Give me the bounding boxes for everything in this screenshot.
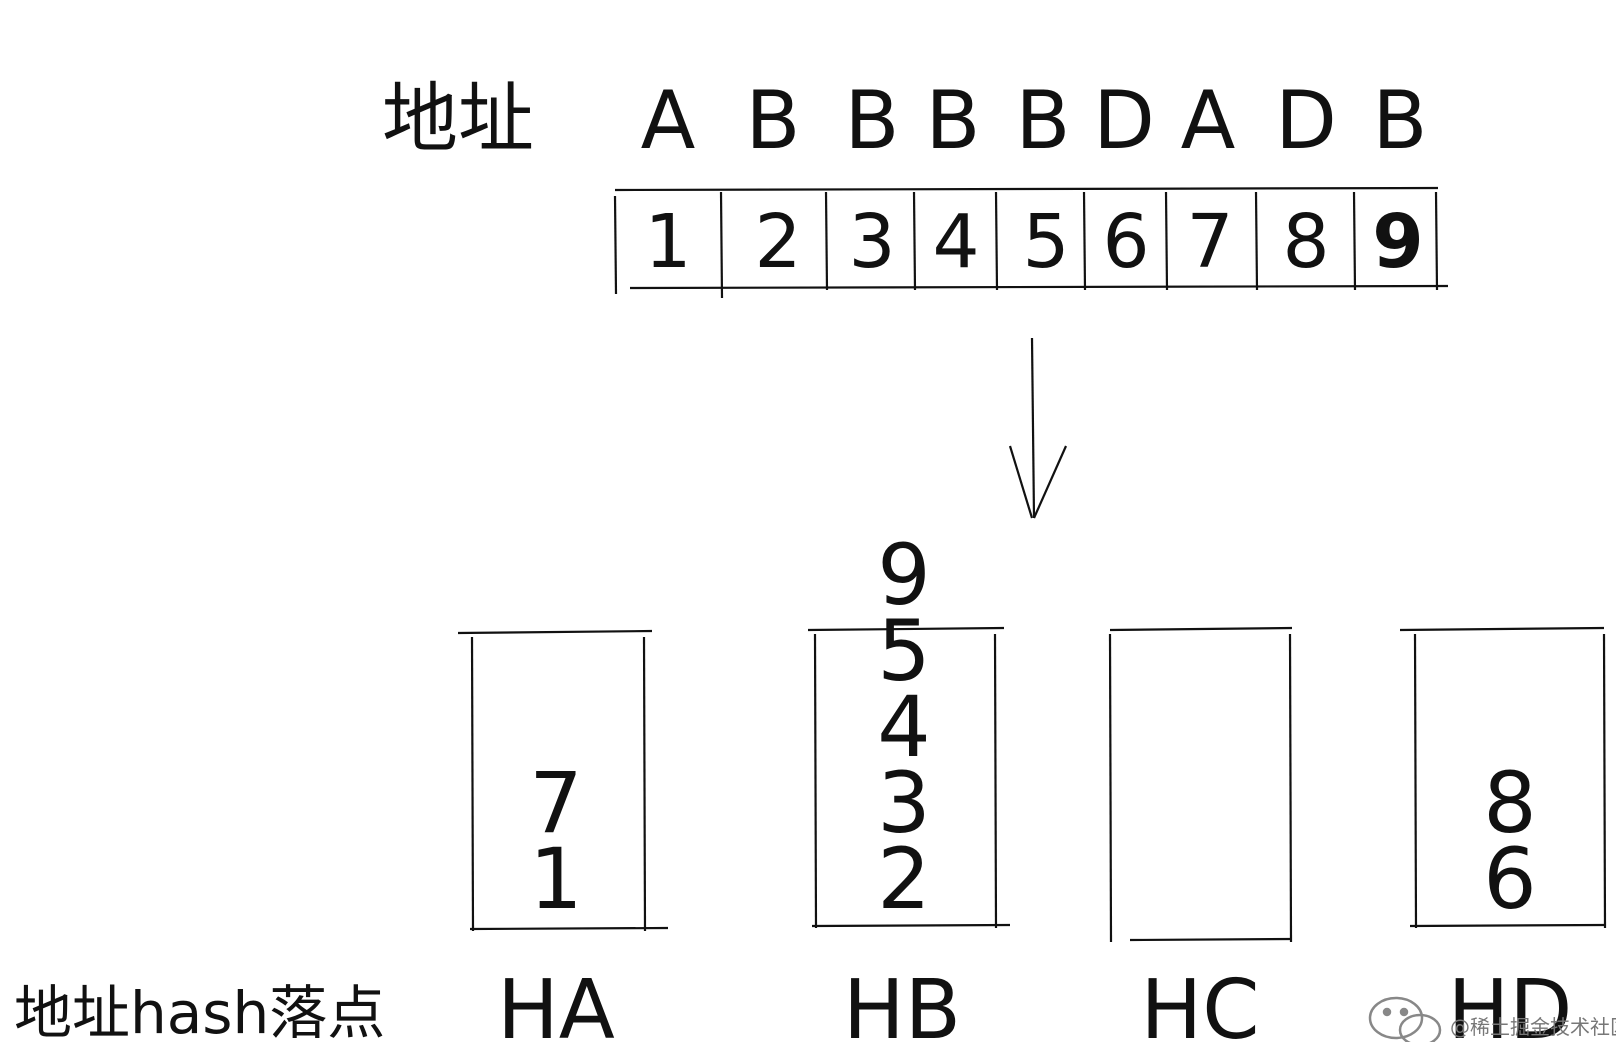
wechat-icon: [1368, 996, 1442, 1042]
index-table-bottom-border: [629, 284, 1449, 290]
bucket-item: 7: [529, 754, 582, 852]
watermark: @稀土掘金技术社区: [1368, 996, 1616, 1042]
down-arrow-icon: [1008, 337, 1068, 519]
bucket-bottom-edge: [1409, 923, 1605, 928]
bucket-left-edge: [1413, 633, 1418, 929]
bucket-top-edge: [1399, 626, 1605, 632]
index-cell-divider: [1082, 191, 1087, 291]
index-cell-divider: [1164, 191, 1169, 291]
bucket-top-edge: [457, 629, 653, 635]
bucket-left-edge: [813, 633, 818, 929]
bucket-item: 2: [877, 830, 930, 928]
bottom-label: 地址hash落点: [14, 979, 385, 1042]
bucket-item: 1: [529, 830, 582, 928]
index-cell-divider: [1254, 191, 1259, 291]
address-label: 地址: [382, 74, 534, 163]
bucket-label: HC: [1141, 963, 1260, 1042]
address-letter: B: [1373, 74, 1428, 167]
watermark-text: @稀土掘金技术社区: [1450, 1015, 1616, 1039]
bucket-item: 9: [877, 526, 930, 624]
address-letter: A: [1181, 74, 1236, 167]
bucket-item: 3: [877, 754, 930, 852]
bucket-label: HB: [843, 963, 961, 1042]
bucket-left-edge: [470, 636, 475, 932]
address-letter: D: [1275, 74, 1337, 167]
bucket-item: 4: [877, 678, 930, 776]
index-cell-divider: [719, 191, 724, 299]
index-cell-number: 3: [848, 199, 895, 285]
address-letter: A: [641, 74, 696, 167]
bucket-top-edge: [1109, 626, 1293, 632]
bucket-right-edge: [642, 636, 647, 932]
bucket-item: 6: [1483, 830, 1536, 928]
index-cell-divider: [824, 191, 829, 291]
index-cell-divider: [994, 191, 999, 291]
bucket-bottom-edge: [469, 926, 669, 931]
index-cell-number: 9: [1372, 199, 1424, 285]
bucket-label: HA: [497, 963, 615, 1042]
address-letter: B: [746, 74, 801, 167]
bucket-bottom-edge: [1129, 937, 1293, 942]
bucket-label: HD: [1448, 963, 1573, 1042]
index-table-left-border: [613, 195, 618, 295]
address-letter: B: [845, 74, 900, 167]
index-cell-number: 5: [1022, 199, 1069, 285]
index-cell-divider: [1434, 191, 1439, 291]
bucket-hc: HC: [1108, 626, 1293, 1042]
index-cell-number: 8: [1282, 199, 1329, 285]
bucket-right-edge: [993, 633, 998, 929]
bucket-item: 5: [877, 602, 930, 700]
index-cell-divider: [912, 191, 917, 291]
index-cell-divider: [1352, 191, 1357, 291]
address-letter: D: [1093, 74, 1155, 167]
bucket-right-edge: [1602, 633, 1607, 929]
index-cell-number: 7: [1186, 199, 1233, 285]
bucket-bottom-edge: [811, 923, 1011, 928]
bucket-top-edge: [807, 626, 1005, 632]
index-table: [613, 186, 1449, 295]
index-cell-number: 1: [644, 199, 691, 285]
index-cell-number: 2: [754, 199, 801, 285]
bucket-item: 8: [1483, 754, 1536, 852]
address-letter: B: [926, 74, 981, 167]
index-cell-number: 6: [1102, 199, 1149, 285]
index-table-top-border: [614, 186, 1439, 192]
bucket-right-edge: [1288, 633, 1293, 943]
index-cell-number: 4: [932, 199, 979, 285]
bucket-left-edge: [1108, 633, 1113, 943]
address-letter: B: [1016, 74, 1071, 167]
